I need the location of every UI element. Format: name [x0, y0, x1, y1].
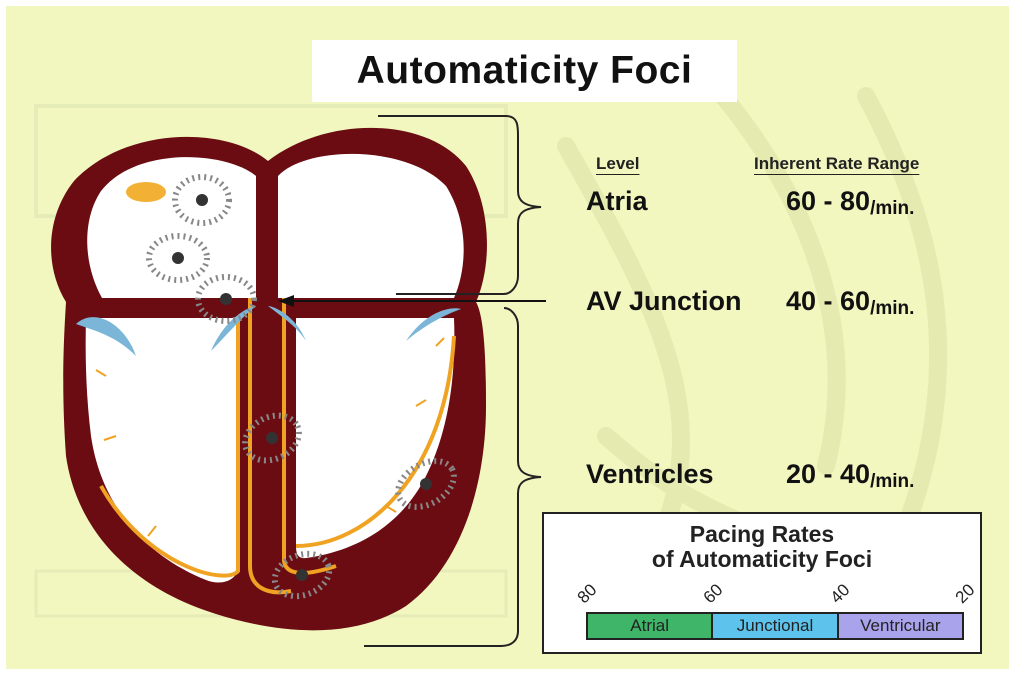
- rate-header: Inherent Rate Range: [754, 154, 919, 174]
- rate-atria-unit: /min.: [870, 198, 914, 219]
- rate-av-junction-range: 40 - 60: [786, 286, 870, 316]
- tick-60: 60: [700, 580, 728, 608]
- pacing-rates-box: Pacing Rates of Automaticity Foci 80 60 …: [542, 512, 982, 654]
- title-box: Automaticity Foci: [312, 40, 737, 102]
- rate-av-junction-unit: /min.: [870, 298, 914, 319]
- tick-80: 80: [574, 580, 602, 608]
- segment-ventricular: Ventricular: [837, 614, 962, 638]
- rate-ventricles-unit: /min.: [870, 471, 914, 492]
- segment-atrial: Atrial: [588, 614, 711, 638]
- rate-ventricles: 20 - 40/min.: [786, 459, 914, 490]
- rate-av-junction: 40 - 60/min.: [786, 286, 914, 317]
- sa-node: [126, 182, 166, 202]
- pacing-title-line2: of Automaticity Foci: [544, 547, 980, 572]
- tick-20: 20: [952, 580, 980, 608]
- rate-atria: 60 - 80/min.: [786, 186, 914, 217]
- tick-40: 40: [827, 580, 855, 608]
- pacing-rate-bar: Atrial Junctional Ventricular: [586, 612, 964, 640]
- level-atria: Atria: [586, 186, 648, 217]
- diagram-panel: Automaticity Foci Level Inherent Rate Ra…: [6, 6, 1009, 669]
- level-av-junction: AV Junction: [586, 286, 742, 317]
- page-title: Automaticity Foci: [357, 49, 693, 93]
- segment-junctional: Junctional: [711, 614, 836, 638]
- pacing-title: Pacing Rates of Automaticity Foci: [544, 522, 980, 572]
- pacing-title-line1: Pacing Rates: [544, 522, 980, 547]
- level-header: Level: [596, 154, 639, 174]
- rate-ventricles-range: 20 - 40: [786, 459, 870, 489]
- level-ventricles: Ventricles: [586, 459, 714, 490]
- rate-atria-range: 60 - 80: [786, 186, 870, 216]
